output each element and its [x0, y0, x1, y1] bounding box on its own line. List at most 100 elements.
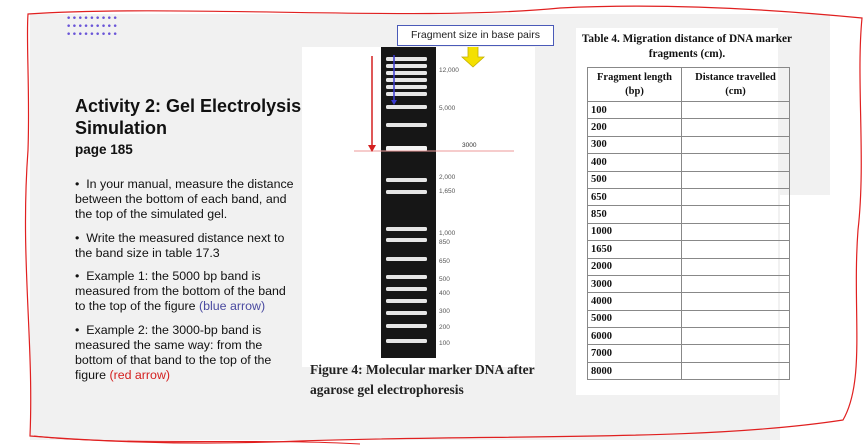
ladder-label: 100	[439, 340, 450, 347]
marker-3000-label: 3000	[462, 142, 477, 149]
gel-band	[386, 178, 427, 182]
instruction-item: • Write the measured distance next to th…	[75, 230, 285, 260]
distance-cell	[681, 187, 790, 207]
ladder-label: 5,000	[439, 105, 456, 112]
red-arrow	[368, 56, 376, 152]
table-row: 200	[587, 118, 790, 137]
gel-band	[386, 146, 427, 151]
ladder-label: 650	[439, 258, 450, 265]
red-arrow-note: (red arrow)	[109, 368, 171, 383]
ladder-label: 1,650	[439, 188, 456, 195]
fragment-cell: 650	[587, 187, 682, 207]
gel-band	[386, 257, 427, 261]
table-caption: Table 4. Migration distance of DNA marke…	[581, 33, 793, 60]
gel-band	[386, 299, 427, 303]
fragment-cell: 7000	[587, 344, 682, 363]
instruction-text: Example 2: the 3000-bp band is measured …	[75, 322, 272, 383]
table-header-row: Fragment length (bp) Distance travelled …	[587, 67, 790, 102]
table-row: 3000	[587, 274, 790, 294]
ladder-label: 400	[439, 290, 450, 297]
distance-cell	[681, 222, 790, 242]
marker-table: Fragment length (bp) Distance travelled …	[587, 67, 790, 381]
instruction-item: • In your manual, measure the distance b…	[75, 177, 294, 222]
ladder-label: 12,000	[439, 67, 459, 74]
table-row: 5000	[587, 309, 790, 329]
distance-cell	[681, 170, 790, 189]
gel-band	[386, 85, 427, 89]
figure-caption: Figure 4: Molecular marker DNA after aga…	[310, 362, 535, 397]
distance-cell	[681, 153, 790, 172]
distance-cell	[681, 257, 790, 276]
gel-band	[386, 78, 427, 82]
gel-band	[386, 311, 427, 315]
fragment-cell: 4000	[587, 292, 682, 311]
table-row: 650	[587, 187, 790, 207]
table-row: 8000	[587, 361, 790, 381]
fragment-cell: 850	[587, 205, 682, 224]
ladder-label: 1,000	[439, 230, 456, 237]
table-row: 300	[587, 135, 790, 155]
fragment-cell: 1000	[587, 222, 682, 242]
gel-band	[386, 190, 427, 194]
gel-band	[386, 339, 427, 343]
gel-band	[386, 71, 427, 75]
slide-subtitle: page 185	[75, 142, 133, 157]
fragment-cell: 5000	[587, 309, 682, 329]
fragment-cell: 2000	[587, 257, 682, 276]
distance-cell	[681, 118, 790, 137]
gel-image: 12,000 5,000 2,000 1,650 1,000 850 650 5…	[354, 47, 514, 358]
distance-cell	[681, 135, 790, 155]
table-row: 7000	[587, 344, 790, 363]
table-row: 100	[587, 100, 790, 120]
table-row: 1650	[587, 240, 790, 259]
fragment-cell: 1650	[587, 240, 682, 259]
distance-cell	[681, 205, 790, 224]
distance-cell	[681, 100, 790, 120]
fragment-cell: 500	[587, 170, 682, 189]
gel-band	[386, 227, 427, 231]
gel-band	[386, 287, 427, 291]
distance-cell	[681, 274, 790, 294]
ladder-size-labels: 12,000 5,000 2,000 1,650 1,000 850 650 5…	[439, 67, 459, 347]
table-row: 4000	[587, 292, 790, 311]
gel-band	[386, 324, 427, 328]
ladder-label: 850	[439, 239, 450, 246]
table-row: 500	[587, 170, 790, 189]
yellow-arrow-icon	[460, 47, 486, 68]
decorative-dots: •••••••••••••••••••••••••••	[66, 14, 119, 40]
fragment-cell: 100	[587, 100, 682, 120]
gel-band	[386, 105, 427, 109]
fragment-cell: 400	[587, 153, 682, 172]
slide-title: Activity 2: Gel Electrolysis Simulation	[75, 96, 302, 138]
ladder-label: 500	[439, 276, 450, 283]
distance-cell	[681, 292, 790, 311]
table-row: 1000	[587, 222, 790, 242]
table-row: 850	[587, 205, 790, 224]
fragment-cell: 8000	[587, 361, 682, 381]
instruction-item: • Example 1: the 5000 bp band is measure…	[75, 269, 286, 314]
ladder-label: 300	[439, 308, 450, 315]
ladder-label: 2,000	[439, 174, 456, 181]
gel-band	[386, 275, 427, 279]
fragment-cell: 6000	[587, 327, 682, 346]
instruction-text: Write the measured distance next to the …	[75, 230, 285, 260]
instruction-text: In your manual, measure the distance bet…	[75, 177, 294, 222]
fragment-cell: 3000	[587, 274, 682, 294]
blue-arrow-note: (blue arrow)	[199, 299, 266, 314]
instruction-list: • In your manual, measure the distance b…	[75, 177, 297, 391]
table-row: 400	[587, 153, 790, 172]
gel-band	[386, 238, 427, 242]
fragment-size-label: Fragment size in base pairs	[397, 25, 554, 46]
distance-cell	[681, 344, 790, 363]
fragment-cell: 300	[587, 135, 682, 155]
table-row: 2000	[587, 257, 790, 276]
fragment-cell: 200	[587, 118, 682, 137]
gel-band	[386, 64, 427, 68]
distance-cell	[681, 240, 790, 259]
distance-cell	[681, 361, 790, 381]
column-header-fragment: Fragment length (bp)	[587, 67, 682, 102]
distance-cell	[681, 327, 790, 346]
table-row: 6000	[587, 327, 790, 346]
gel-band	[386, 57, 427, 61]
column-header-distance: Distance travelled (cm)	[681, 67, 790, 102]
